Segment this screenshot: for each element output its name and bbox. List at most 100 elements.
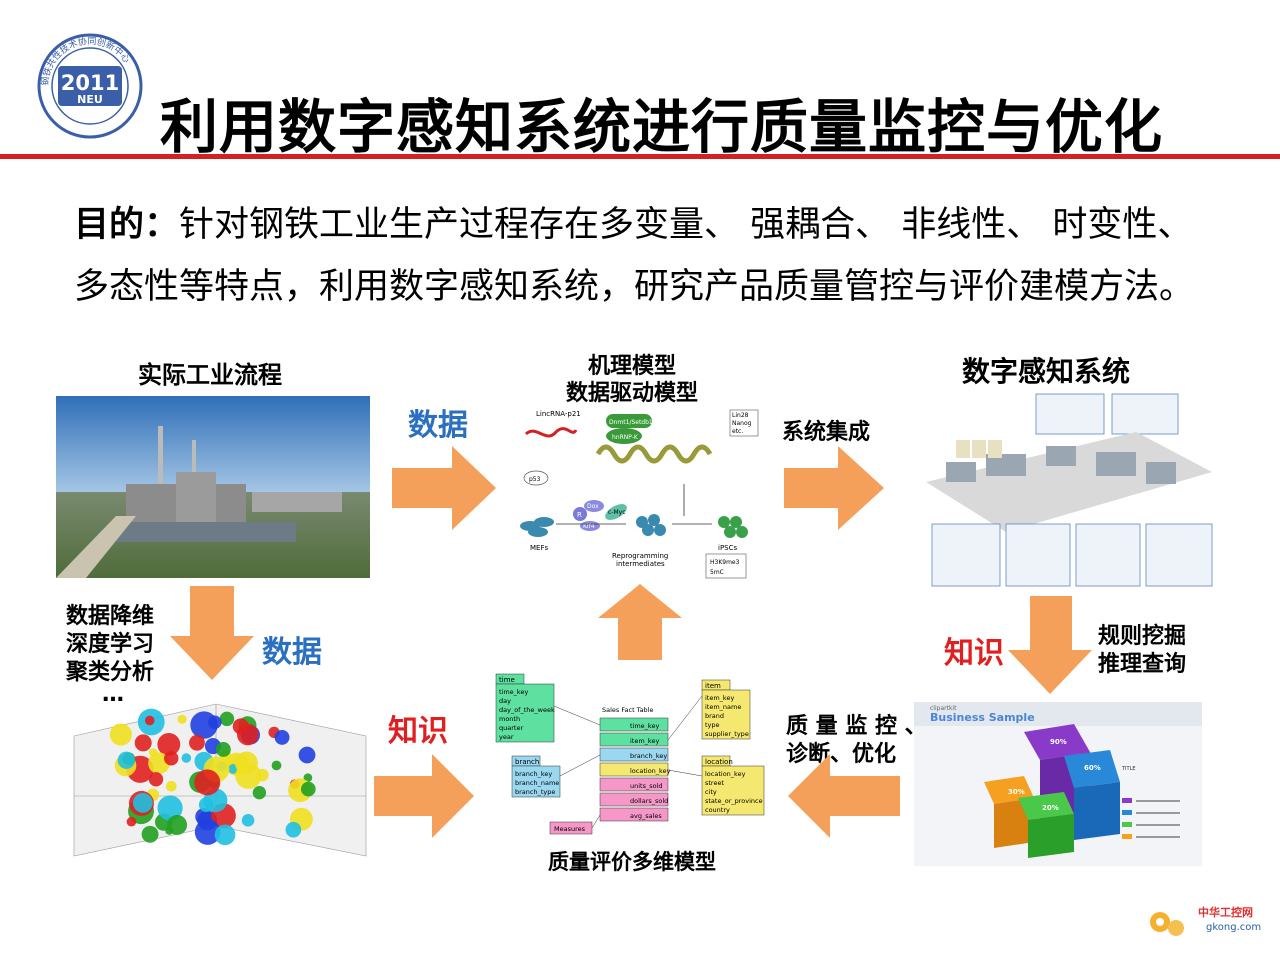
cluster-bubble (109, 723, 132, 746)
label-ellipsis: … (102, 682, 124, 707)
cluster-bubble (274, 729, 290, 745)
branch-field: branch_key (515, 770, 552, 778)
cluster-bubble (148, 748, 158, 757)
bio-lincrna: LincRNA-p21 (536, 410, 581, 418)
cluster-bubble (256, 768, 269, 782)
bs-pct-90: 90% (1050, 738, 1067, 746)
digital-system-illustration (916, 392, 1216, 592)
purpose-label: 目的： (74, 205, 180, 245)
cluster-bubble (241, 814, 255, 827)
cluster-bubble (181, 753, 192, 763)
arrow-down-left (170, 586, 254, 680)
time-field: month (499, 715, 520, 723)
bio-mefs: MEFs (530, 544, 548, 552)
label-quality-1: 质 量 监 控 、 (786, 714, 927, 739)
cluster-bubble (190, 711, 218, 739)
fact-key-cell (599, 777, 669, 792)
cluster-bubble (126, 816, 137, 827)
bs-pct-20: 20% (1042, 804, 1059, 812)
fact-key-cell (599, 717, 669, 732)
branch-table-name: branch (515, 758, 539, 766)
bio-p53: p53 (529, 476, 541, 483)
branch-table-body (511, 765, 561, 798)
bio-etc: etc. (732, 428, 743, 435)
arrow-right-top-2 (784, 446, 884, 530)
schema-link (667, 769, 703, 777)
fact-key-label: avg_sales (630, 812, 662, 820)
location-table-body (701, 765, 765, 816)
cluster-bubble (148, 772, 164, 787)
cluster-bubble (189, 734, 205, 751)
item-table-name: item (705, 682, 721, 690)
schema-link (553, 705, 601, 726)
item-field: item_key (705, 694, 734, 702)
cluster-bubble (165, 780, 177, 792)
logo-year: 2011 (61, 71, 119, 95)
cluster-bubble (194, 769, 221, 796)
bio-reprog: Reprogramming (612, 552, 668, 560)
cluster-bubble (237, 723, 259, 746)
measures-label: Measures (554, 825, 586, 833)
bio-r: R (577, 511, 582, 519)
branch-field: branch_type (515, 788, 555, 796)
cluster-bubble (157, 732, 181, 756)
location-table-name: location (705, 758, 733, 766)
cluster-bubble (177, 714, 187, 724)
fact-key-cell (599, 762, 669, 777)
bio-dox: Dox (587, 503, 599, 510)
fact-key-label: branch_key (630, 752, 667, 760)
item-table-body (701, 689, 751, 740)
item-field: supplier_type (705, 730, 749, 738)
cluster-bubble (300, 781, 316, 797)
label-model-2: 数据驱动模型 (566, 381, 699, 406)
schema-link (559, 754, 601, 777)
label-data-left: 数据 (262, 635, 322, 670)
page-title: 利用数字感知系统进行质量监控与优化 (160, 93, 1164, 161)
mechanism-model-diagram: LincRNA-p21 Dnmt1/Setdb1 hnRNP-K Lin28 N… (516, 404, 764, 582)
fact-key-label: item_key (630, 737, 659, 745)
cluster-bubble (219, 711, 235, 727)
arrow-left-bottom (788, 754, 900, 838)
arrow-right-bottom (374, 754, 474, 838)
bio-nanog: Nanog (732, 420, 752, 427)
bio-h3k9: H3K9me3 (710, 559, 740, 566)
fact-key-cell (599, 792, 669, 807)
bio-lin28: Lin28 (732, 412, 749, 419)
cluster-bubble (117, 751, 136, 769)
label-knowledge-bottom: 知识 (388, 714, 448, 749)
purpose-text-1: 针对钢铁工业生产过程存在多变量、 强耦合、 非线性、 时变性、 (179, 205, 1193, 245)
fact-key-label: dollars_sold (630, 797, 668, 805)
label-reasoning-query: 推理查询 (1098, 652, 1187, 677)
title-divider (0, 154, 1280, 159)
location-field: city (705, 788, 717, 796)
bs-item-title: TITLE (1121, 766, 1136, 772)
label-data-top: 数据 (408, 408, 468, 443)
bs-title: Business Sample (930, 711, 1035, 724)
cluster-bubble (234, 751, 258, 775)
bs-pct-30: 30% (1008, 788, 1025, 796)
arrow-up-center (598, 584, 682, 660)
time-field: day_of_the_week (499, 706, 555, 714)
bio-5mc: 5mC (710, 569, 724, 576)
fact-key-cell (599, 747, 669, 762)
label-digital-system: 数字感知系统 (962, 355, 1131, 388)
clustering-3d-plot (66, 696, 382, 864)
gkong-watermark: 中华工控网 gkong.com (1146, 898, 1274, 946)
arrow-down-right (1008, 596, 1092, 694)
purpose-line-2: 多态性等特点，利用数字感知系统，研究产品质量管控与评价建模方法。 (74, 267, 1195, 307)
label-deep-learning: 深度学习 (66, 632, 155, 657)
label-model-1: 机理模型 (588, 354, 677, 379)
fact-key-label: time_key (630, 722, 659, 730)
location-field: country (705, 806, 730, 814)
label-system-integration: 系统集成 (782, 420, 871, 445)
cluster-bubble (271, 760, 282, 771)
bs-brand: clipartkit (930, 705, 957, 712)
bio-klf4: Klf4 (583, 523, 595, 530)
fact-table-title: Sales Fact Table (602, 706, 654, 714)
cluster-bubble (144, 715, 155, 726)
bio-cmyc: c-Myc (608, 509, 626, 516)
bio-intermediates: intermediates (616, 560, 665, 568)
fact-key-cell (599, 807, 669, 822)
label-eval-model: 质量评价多维模型 (548, 850, 716, 874)
